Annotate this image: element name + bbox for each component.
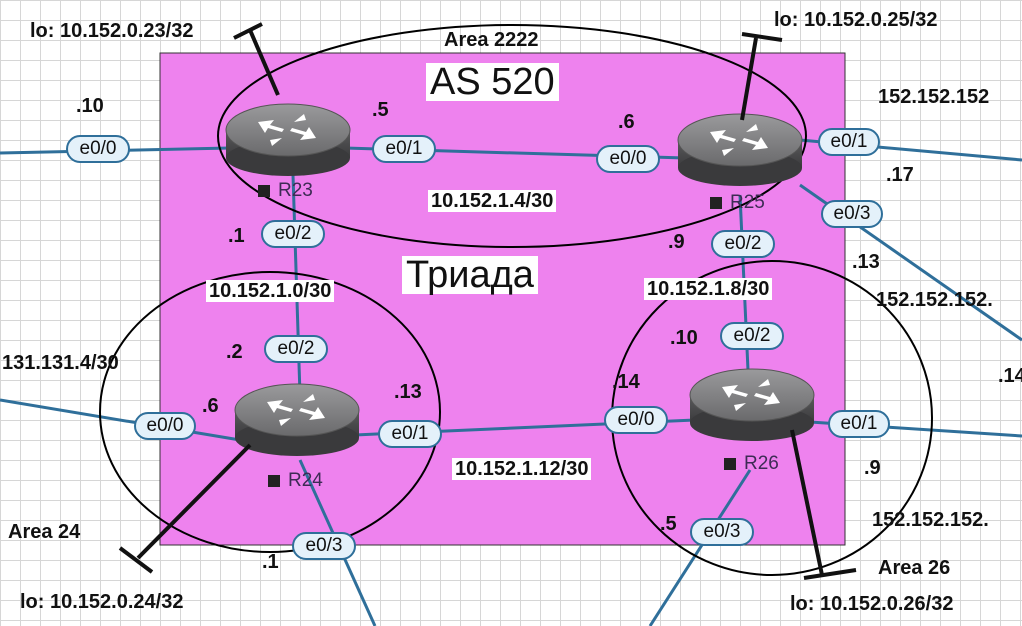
router-r26-name: R26 bbox=[744, 453, 779, 474]
r26-e03-port[interactable]: e0/3 bbox=[690, 518, 754, 546]
router-r24-name: R24 bbox=[288, 470, 323, 491]
loopback-r26-cap bbox=[803, 568, 857, 580]
host-r26-e02: .10 bbox=[670, 327, 698, 349]
host-r25-e02: .9 bbox=[668, 231, 685, 253]
subnet-r25-r26: 10.152.1.8/30 bbox=[644, 278, 773, 300]
r25-e00-port[interactable]: e0/0 bbox=[596, 145, 660, 173]
router-r24-icon[interactable] bbox=[234, 383, 360, 456]
subnet-r25-ext2: 152.152.152. bbox=[876, 289, 993, 311]
loopback-r23-cap bbox=[233, 22, 263, 40]
host-r25-far: .14 bbox=[998, 365, 1022, 387]
router-r25-marker bbox=[710, 197, 722, 209]
subnet-r26-ext: 152.152.152. bbox=[872, 509, 989, 531]
loopback-r26-label: lo: 10.152.0.26/32 bbox=[790, 593, 954, 615]
subnet-r24-r26: 10.152.1.12/30 bbox=[452, 458, 592, 480]
router-r25-icon[interactable] bbox=[677, 113, 803, 186]
r23-e01-port[interactable]: e0/1 bbox=[372, 135, 436, 163]
r25-e01-port[interactable]: e0/1 bbox=[818, 128, 880, 156]
link-r24-ext bbox=[0, 398, 241, 442]
subnet-r23-r24: 10.152.1.0/30 bbox=[206, 280, 335, 302]
loopback-r23-label: lo: 10.152.0.23/32 bbox=[30, 20, 194, 42]
host-r26-e03: .5 bbox=[660, 513, 677, 535]
loopback-r23-pin bbox=[248, 29, 280, 96]
r23-e02-port[interactable]: e0/2 bbox=[261, 220, 325, 248]
area-26-label: Area 26 bbox=[878, 557, 951, 579]
loopback-r25-pin bbox=[740, 37, 758, 121]
router-r23-marker bbox=[258, 185, 270, 197]
host-r23-e01: .5 bbox=[372, 99, 389, 121]
host-r25-e00: .6 bbox=[618, 111, 635, 133]
host-r23-e02: .1 bbox=[228, 225, 245, 247]
router-r26-marker bbox=[724, 458, 736, 470]
r25-e02-port[interactable]: e0/2 bbox=[711, 230, 775, 258]
host-r25-e01: .17 bbox=[886, 164, 914, 186]
area-24-ellipse bbox=[99, 271, 441, 553]
host-r23-e00: .10 bbox=[76, 95, 104, 117]
router-r25-label: R25 bbox=[710, 192, 765, 214]
host-r24-e02: .2 bbox=[226, 341, 243, 363]
subnet-r24-ext: 131.131.4/30 bbox=[2, 352, 119, 374]
loopback-r25-label: lo: 10.152.0.25/32 bbox=[774, 9, 938, 31]
r23-e00-port[interactable]: e0/0 bbox=[66, 135, 130, 163]
r26-e02-port[interactable]: e0/2 bbox=[720, 322, 784, 350]
router-r26-icon[interactable] bbox=[689, 368, 815, 441]
router-r23-icon[interactable] bbox=[225, 103, 351, 176]
area-2222-ellipse bbox=[217, 24, 807, 248]
host-r26-e00: .14 bbox=[612, 371, 640, 393]
area-2222-label: Area 2222 bbox=[444, 29, 539, 51]
loopback-r24-cap bbox=[118, 546, 154, 574]
as-label: AS 520 bbox=[426, 63, 559, 101]
host-r24-e00: .6 bbox=[202, 395, 219, 417]
host-r24-e01: .13 bbox=[394, 381, 422, 403]
loopback-r24-pin bbox=[136, 443, 252, 560]
host-r26-e01: .9 bbox=[864, 457, 881, 479]
r26-e00-port[interactable]: e0/0 bbox=[604, 406, 668, 434]
loopback-r24-label: lo: 10.152.0.24/32 bbox=[20, 591, 184, 613]
host-r24-e03: .1 bbox=[262, 551, 279, 573]
r24-e00-port[interactable]: e0/0 bbox=[134, 412, 196, 440]
subnet-r23-r25: 10.152.1.4/30 bbox=[428, 190, 557, 212]
r24-e02-port[interactable]: e0/2 bbox=[264, 335, 328, 363]
loopback-r25-cap bbox=[741, 32, 783, 42]
router-r23-label: R23 bbox=[258, 180, 313, 202]
router-r24-marker bbox=[268, 475, 280, 487]
link-r26-down bbox=[648, 469, 752, 626]
r24-e01-port[interactable]: e0/1 bbox=[378, 420, 442, 448]
area-24-label: Area 24 bbox=[8, 521, 81, 543]
router-r25-name: R25 bbox=[730, 192, 765, 213]
router-r23-name: R23 bbox=[278, 180, 313, 201]
router-r24-label: R24 bbox=[268, 470, 323, 492]
r26-e01-port[interactable]: e0/1 bbox=[828, 410, 890, 438]
r25-e03-port[interactable]: e0/3 bbox=[821, 200, 883, 228]
loopback-r26-pin bbox=[790, 429, 824, 576]
r24-e03-port[interactable]: e0/3 bbox=[292, 532, 356, 560]
group-label: Триада bbox=[402, 256, 538, 294]
subnet-r25-ext1: 152.152.152 bbox=[878, 86, 990, 108]
router-r26-label: R26 bbox=[724, 453, 779, 475]
host-r25-e03: .13 bbox=[852, 251, 880, 273]
